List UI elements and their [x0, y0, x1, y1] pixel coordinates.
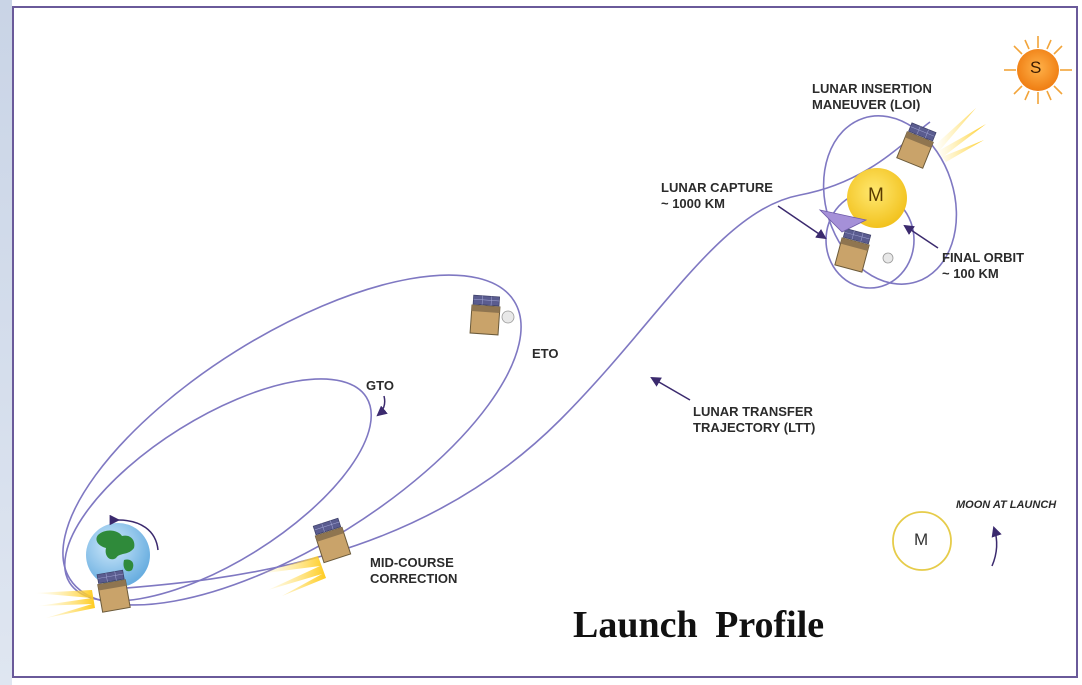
annotation-arrows	[109, 205, 1002, 567]
final-orbit-label-line2: ~ 100 KM	[942, 266, 999, 281]
capture-label-line2: ~ 1000 KM	[661, 196, 725, 211]
eto-label: ETO	[532, 346, 559, 361]
orbit-paths	[62, 115, 958, 606]
final-orbit-label-line1: FINAL ORBIT	[942, 250, 1025, 265]
mcc-label-line2: CORRECTION	[370, 571, 458, 586]
loi-label: LUNAR INSERTION MANEUVER (LOI)	[812, 81, 932, 113]
loi-label-line2: MANEUVER (LOI)	[812, 97, 921, 112]
final-orbit-label: FINAL ORBIT ~ 100 KM	[942, 250, 1024, 282]
gto-arrow	[376, 395, 388, 417]
capture-label-line1: LUNAR CAPTURE	[661, 180, 773, 195]
capture-label: LUNAR CAPTURE ~ 1000 KM	[661, 180, 773, 212]
loi-label-line1: LUNAR INSERTION	[812, 81, 932, 96]
ltt-arrow	[650, 376, 691, 401]
page-title: Launch Profile	[573, 604, 825, 646]
moon-at-launch-glyph: M	[914, 530, 929, 549]
moon-motion-arrow	[991, 526, 1002, 567]
sun-label: S	[1030, 58, 1042, 77]
diagram-frame	[12, 6, 1078, 678]
spacecraft-icon	[95, 122, 938, 613]
moon-label: M	[868, 185, 884, 206]
thrust-plume-icon	[34, 108, 986, 618]
moon-icon	[847, 168, 907, 228]
eto-orbit	[62, 274, 522, 606]
capture-arrow	[777, 205, 827, 240]
earth-rotation-arrow	[109, 514, 159, 551]
earth-icon	[86, 523, 150, 587]
moon-at-launch-icon	[892, 511, 952, 571]
sun-icon	[1004, 36, 1072, 104]
ltt-label-line1: LUNAR TRANSFER	[693, 404, 813, 419]
ltt-label-line2: TRAJECTORY (LTT)	[693, 420, 816, 435]
moon-at-launch-label: MOON AT LAUNCH	[956, 499, 1057, 511]
ltt-label: LUNAR TRANSFER TRAJECTORY (LTT)	[693, 404, 815, 436]
mcc-label: MID-COURSE CORRECTION	[370, 555, 457, 587]
gto-label: GTO	[366, 378, 394, 393]
left-edge-strip	[0, 0, 12, 685]
final-orbit-arrow	[903, 224, 939, 249]
mcc-label-line1: MID-COURSE	[370, 555, 454, 570]
lunar-transfer-trajectory	[99, 121, 931, 591]
gto-orbit	[63, 378, 373, 602]
